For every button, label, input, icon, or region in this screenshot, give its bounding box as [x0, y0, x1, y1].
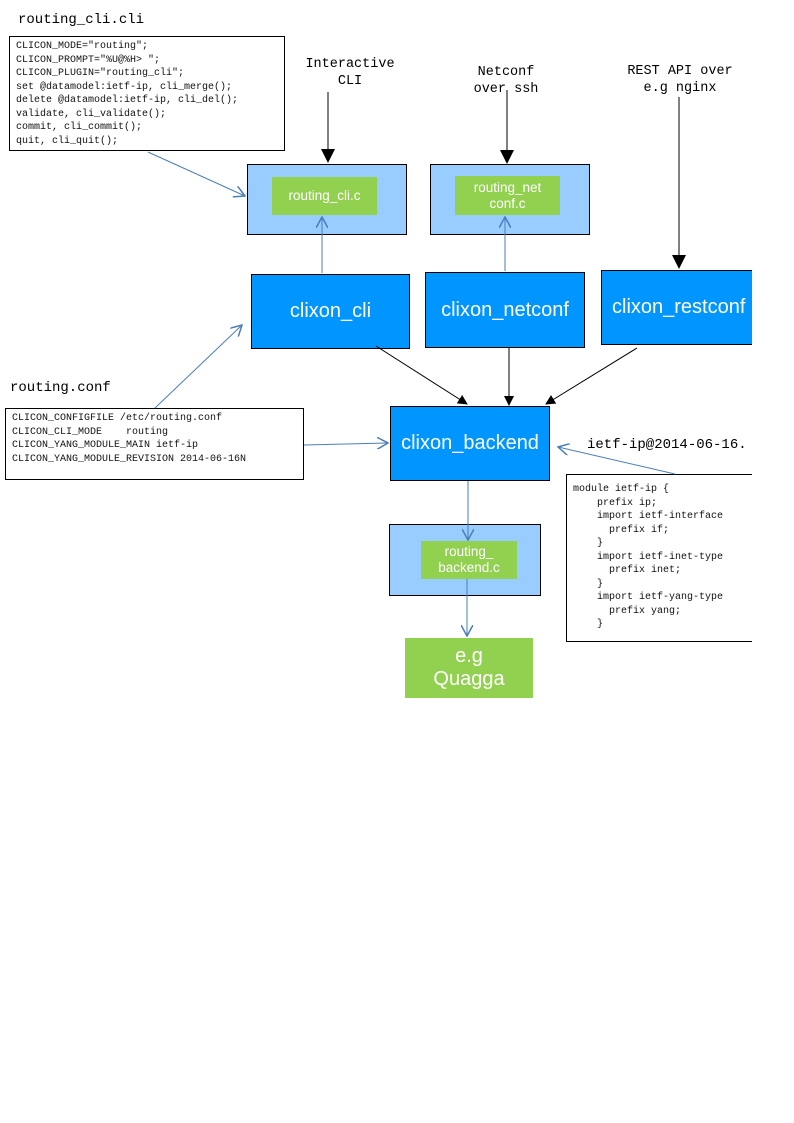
code-line: CLICON_PLUGIN="routing_cli";	[16, 68, 185, 79]
code-line: prefix yang;	[573, 605, 682, 617]
code-line: prefix inet;	[573, 565, 682, 576]
code-line: CLICON_YANG_MODULE_MAIN ietf-ip	[12, 440, 199, 451]
quagga-box: e.g Quagga	[405, 638, 533, 698]
arrow-config-backend	[303, 443, 388, 445]
restapi-label: REST API over e.g nginx	[627, 64, 733, 96]
config-title: routing.conf	[10, 380, 111, 396]
code-line: CLICON_CLI_MODE routing	[12, 426, 169, 438]
code-line: import ietf-inet-type	[573, 551, 724, 563]
code-line: quit, cli_quit();	[16, 135, 119, 147]
clixon-backend-box: clixon_backend	[390, 406, 550, 481]
code-line: CLICON_MODE="routing";	[16, 41, 149, 52]
yang-code: module ietf-ip { prefix ip; import ietf-…	[566, 474, 752, 642]
code-line: module ietf-ip {	[573, 484, 670, 495]
arrows	[147, 90, 686, 1123]
code-line: commit, cli_commit();	[16, 122, 143, 133]
routing-netconf-plugin: routing_net conf.c	[455, 176, 560, 215]
code-line: validate, cli_validate();	[16, 108, 167, 120]
code-line: import ietf-interface	[573, 511, 724, 522]
cli-spec-title: routing_cli.cli	[18, 12, 145, 28]
code-line: }	[573, 538, 604, 549]
code-line: prefix if;	[573, 524, 670, 536]
cli-spec-code: CLICON_MODE="routing"; CLICON_PROMPT="%U@…	[9, 36, 285, 151]
code-line: CLICON_CONFIGFILE /etc/routing.conf	[12, 413, 223, 424]
clixon-netconf-box: clixon_netconf	[425, 272, 585, 348]
clixon-cli-box: clixon_cli	[251, 274, 410, 349]
arrow-restconf-backend	[545, 347, 638, 405]
code-line: CLICON_PROMPT="%U@%H> ";	[16, 54, 161, 66]
interactive-cli-label: Interactive CLI	[305, 57, 395, 89]
yang-title: ietf-ip@2014-06-16.	[587, 437, 747, 453]
code-line: delete @datamodel:ietf-ip, cli_del();	[16, 95, 239, 106]
routing-backend-plugin: routing_ backend.c	[421, 541, 517, 579]
code-line: }	[573, 578, 604, 590]
arrow-config-cli	[154, 325, 242, 409]
clixon-restconf-box: clixon_restconf	[601, 270, 752, 345]
netconf-label: Netconf over ssh	[473, 65, 539, 97]
code-line: import ietf-yang-type	[573, 592, 724, 603]
arrow-yang-backend	[558, 447, 676, 475]
code-line: set @datamodel:ietf-ip, cli_merge();	[16, 81, 233, 93]
arrow-cli-backend	[375, 345, 468, 405]
code-line: prefix ip;	[573, 497, 658, 509]
code-line: CLICON_YANG_MODULE_REVISION 2014-06-16N	[12, 453, 247, 465]
arrow-clispec-plugin	[147, 151, 245, 196]
routing-cli-plugin: routing_cli.c	[272, 177, 377, 215]
code-line: }	[573, 619, 604, 630]
